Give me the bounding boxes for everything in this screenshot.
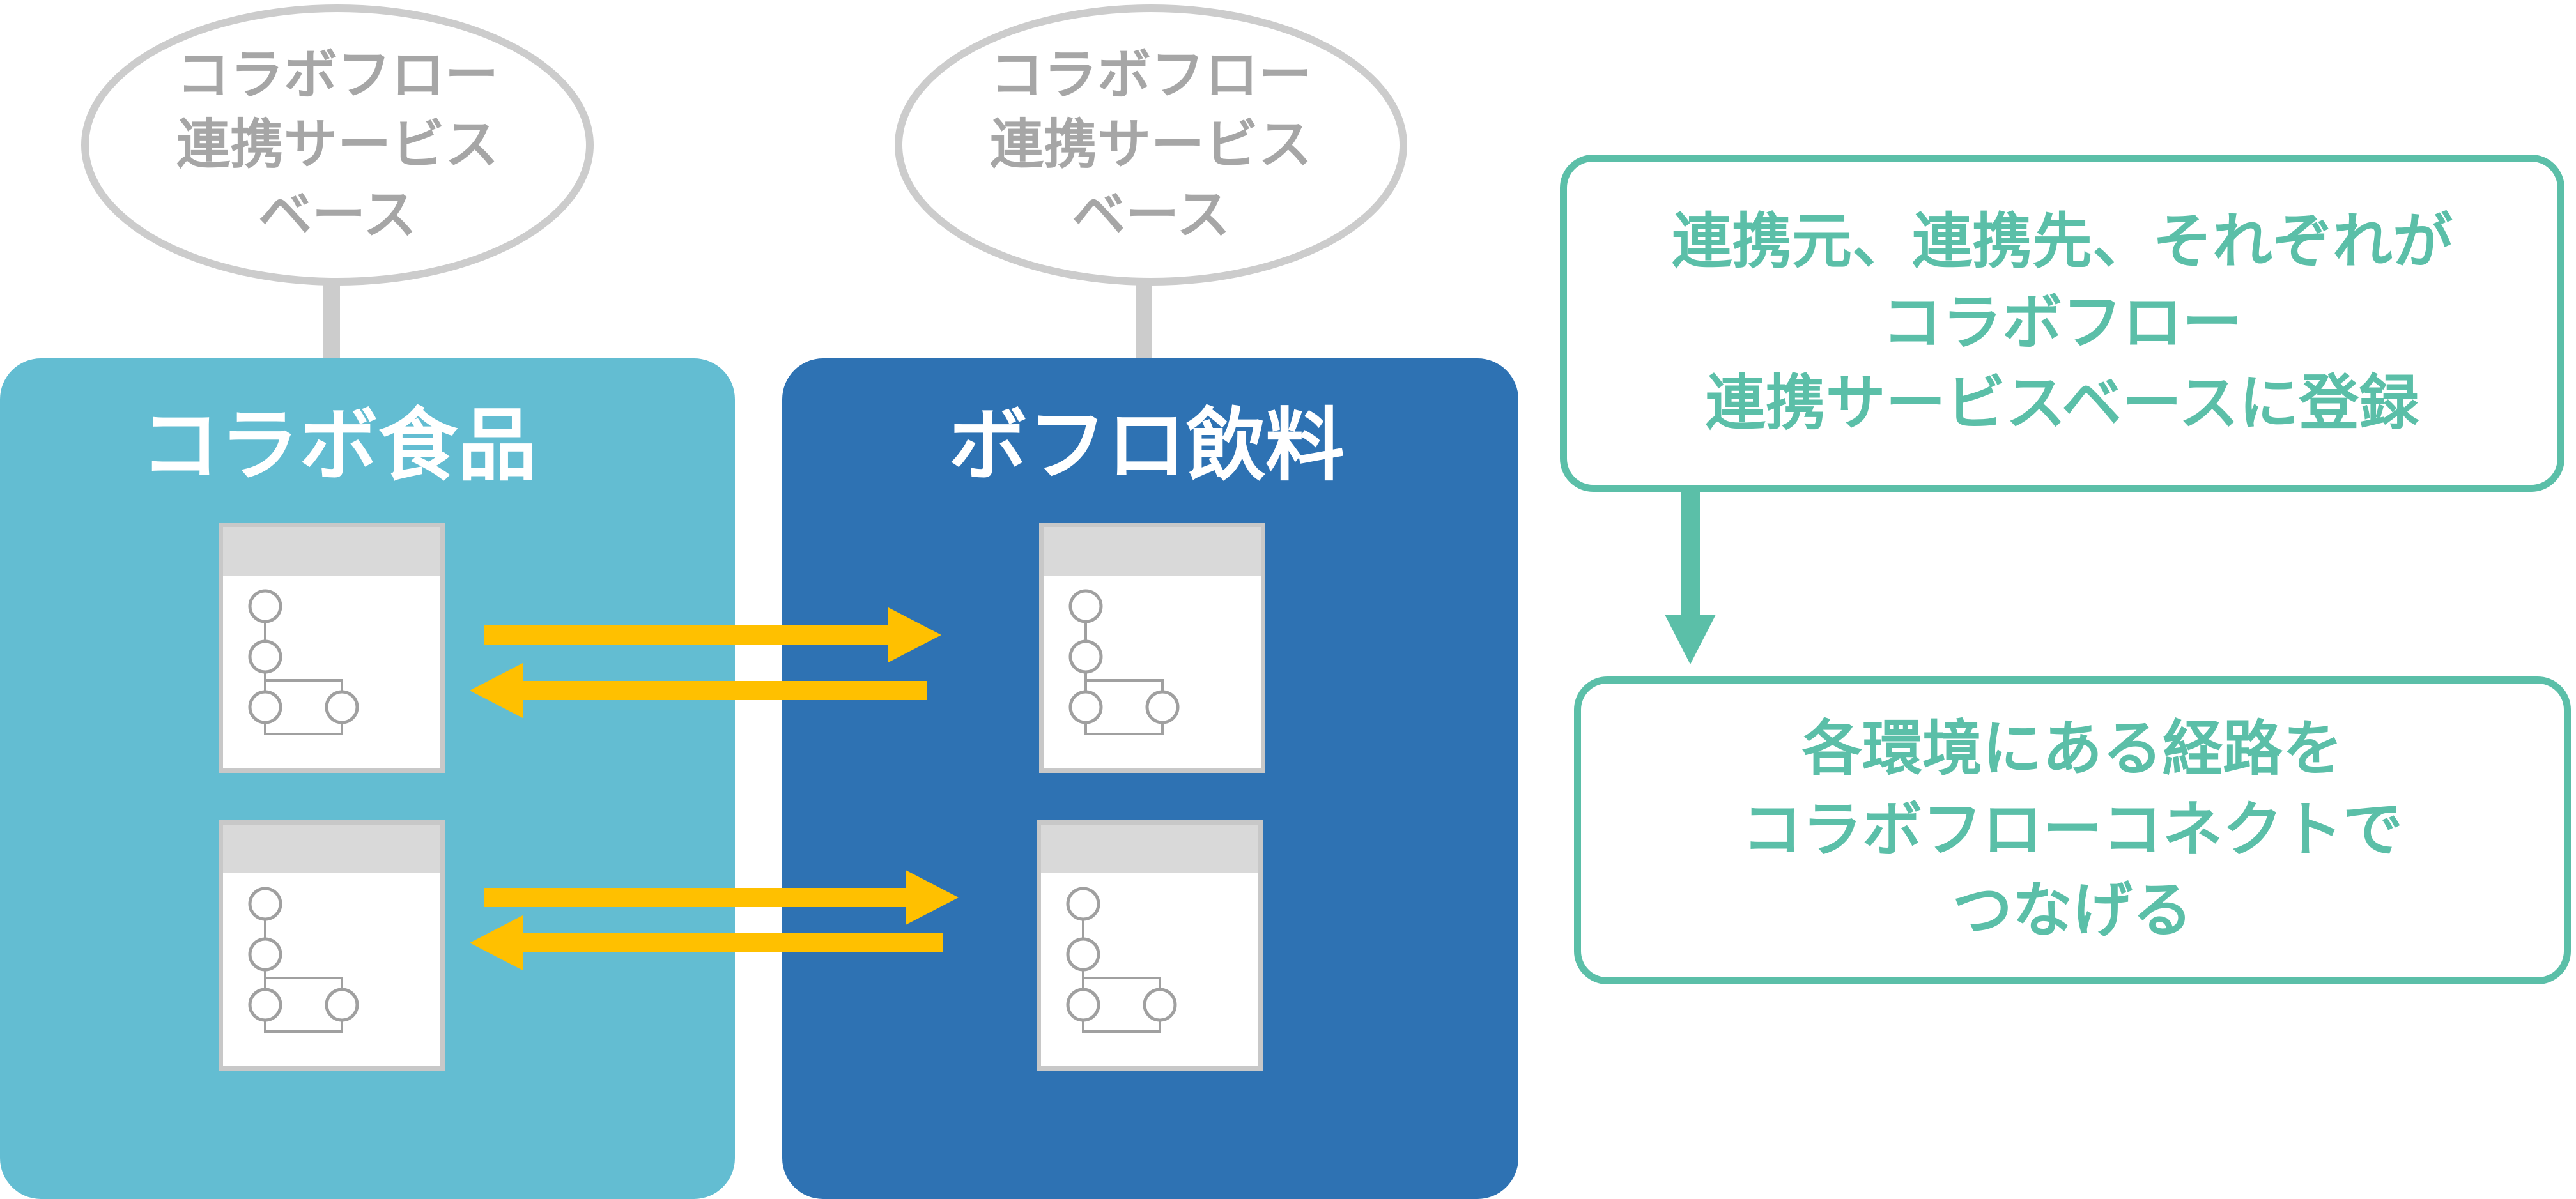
arrow-left-icon — [470, 915, 943, 970]
company-title-right: ボフロ飲料 — [948, 400, 1345, 492]
company-panel-right: ボフロ飲料 — [782, 358, 1518, 1199]
workflow-document-icon — [1066, 887, 1177, 1033]
connector-stem-right — [1136, 282, 1152, 358]
registration-note: 連携元、連携先、それぞれが コラボフロー 連携サービスベースに登録 — [1560, 155, 2564, 492]
card-header — [223, 527, 440, 576]
workflow-card-left-1 — [219, 523, 445, 773]
arrow-left-icon — [470, 663, 927, 718]
connect-note: 各環境にある経路を コラボフローコネクトで つなげる — [1574, 676, 2571, 984]
arrow-right-icon — [484, 870, 959, 925]
workflow-document-icon — [248, 887, 359, 1033]
service-base-bubble-left: コラボフロー 連携サービス ベース — [81, 4, 594, 286]
registration-note-text: 連携元、連携先、それぞれが コラボフロー 連携サービスベースに登録 — [1671, 206, 2453, 439]
company-title-left: コラボ食品 — [140, 400, 537, 492]
workflow-card-right-1 — [1039, 523, 1265, 773]
connect-note-text: 各環境にある経路を コラボフローコネクトで つなげる — [1741, 714, 2403, 946]
connector-stem-left — [323, 282, 340, 358]
workflow-card-right-2 — [1037, 820, 1263, 1071]
service-base-bubble-right: コラボフロー 連携サービス ベース — [895, 4, 1407, 286]
company-panel-left: コラボ食品 — [0, 358, 735, 1199]
workflow-card-left-2 — [219, 820, 445, 1071]
service-base-label-left: コラボフロー 連携サービス ベース — [176, 43, 498, 246]
card-header — [1044, 527, 1261, 576]
arrow-down-icon — [1665, 491, 1716, 664]
workflow-document-icon — [248, 589, 359, 735]
card-header — [1041, 825, 1258, 873]
card-header — [223, 825, 440, 873]
workflow-document-icon — [1068, 589, 1180, 735]
service-base-label-right: コラボフロー 連携サービス ベース — [989, 43, 1312, 246]
arrow-right-icon — [484, 607, 941, 662]
